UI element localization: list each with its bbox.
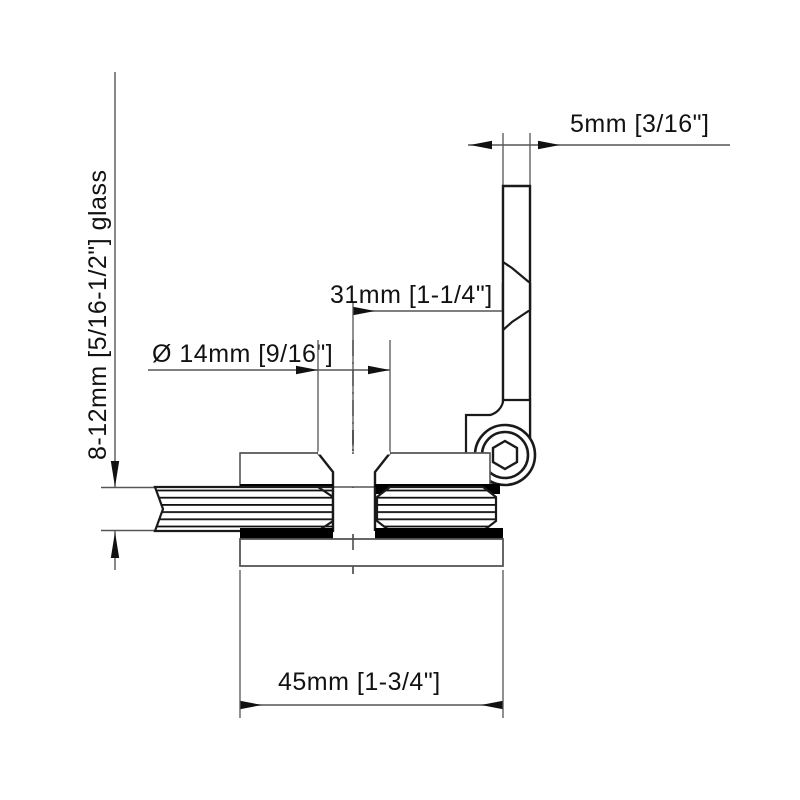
washer-right-outline bbox=[375, 485, 498, 533]
arm-break-line-upper bbox=[502, 261, 531, 284]
countersunk-bore bbox=[331, 487, 377, 531]
clamp-lower-plate bbox=[239, 538, 504, 567]
bore-diameter-label: Ø 14mm [9/16"] bbox=[152, 340, 333, 368]
bore-through-hole bbox=[334, 488, 374, 530]
body-width-dimension: 45mm [1-3/4"] bbox=[239, 570, 504, 718]
arm-thickness-dimension: 5mm [3/16"] bbox=[468, 110, 730, 192]
gasket-lower-right-segment bbox=[375, 528, 503, 540]
arm-break-gap bbox=[504, 283, 530, 310]
pivot-boss bbox=[464, 398, 537, 487]
gasket-lower-black bbox=[240, 528, 503, 540]
arm-offset-label: 31mm [1-1/4"] bbox=[330, 281, 493, 309]
lower-plate-outline bbox=[239, 538, 504, 567]
hex-socket-screw bbox=[491, 439, 519, 471]
glass-panel-outline bbox=[153, 485, 335, 533]
countersink-taper-left bbox=[317, 452, 335, 487]
upper-body-outline bbox=[239, 452, 491, 488]
glass-thickness-label: 8-12mm [5/16-1/2"] glass bbox=[84, 170, 112, 460]
washer-right-hatched bbox=[375, 485, 498, 533]
clamp-upper-body bbox=[239, 451, 491, 488]
bore-diameter-dimension: Ø 14mm [9/16"] bbox=[148, 340, 391, 490]
body-width-label: 45mm [1-3/4"] bbox=[278, 668, 441, 696]
gasket-lower-left-segment bbox=[240, 528, 333, 540]
hinge-vertical-arm bbox=[501, 184, 532, 452]
arm-thickness-label: 5mm [3/16"] bbox=[570, 110, 709, 138]
glass-panel-hatched bbox=[153, 485, 335, 533]
countersink-taper-right bbox=[373, 452, 391, 487]
glass-thickness-dimension: 8-12mm [5/16-1/2"] glass bbox=[84, 72, 190, 570]
arm-break-line-lower bbox=[502, 309, 531, 331]
